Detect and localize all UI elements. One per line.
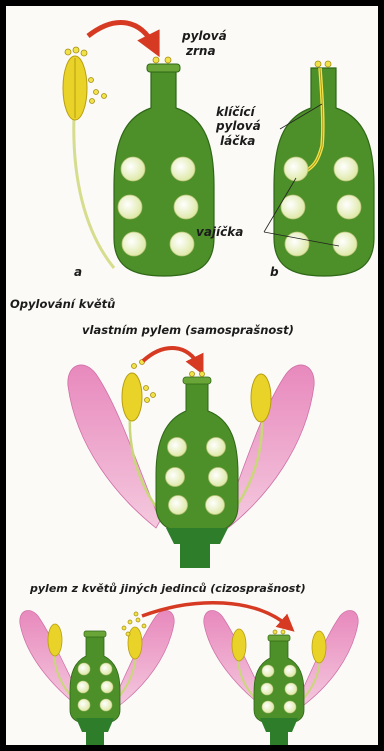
cross-flower-right [204, 610, 358, 745]
stem-self [180, 542, 210, 568]
figure-a: pylová zrna a [63, 23, 227, 279]
cross-flower-left [20, 610, 174, 745]
transfer-arrow [88, 23, 154, 46]
filament [74, 116, 114, 268]
receptacle-self [166, 528, 228, 544]
self-arrow [143, 348, 199, 366]
pistil-self [156, 380, 238, 534]
cross-title: pylem z květů jiných jedinců (cizosprašn… [29, 582, 306, 595]
anther-self-left [122, 373, 142, 421]
label-a: a [74, 265, 82, 279]
diagram-canvas: pylová zrna a klíčící pylová láčka vajíč… [6, 6, 378, 745]
label-pollen-1: pylová [181, 29, 227, 43]
figure-b: klíčící pylová láčka vajíčka b [196, 61, 374, 279]
label-b: b [270, 265, 279, 279]
label-ovules: vajíčka [196, 225, 243, 239]
label-tube-3: láčka [220, 134, 255, 148]
stigma [147, 64, 180, 72]
heading: Opylování květů [10, 297, 115, 311]
label-tube-1: klíčící [216, 105, 257, 119]
pollination-diagram: pylová zrna a klíčící pylová láčka vajíč… [6, 6, 378, 745]
self-title: vlastním pylem (samosprašnost) [82, 323, 294, 337]
label-tube-2: pylová [215, 119, 261, 133]
self-pollination-flower [68, 348, 314, 568]
anther-self-right [251, 374, 271, 422]
label-pollen-2: zrna [185, 44, 216, 58]
